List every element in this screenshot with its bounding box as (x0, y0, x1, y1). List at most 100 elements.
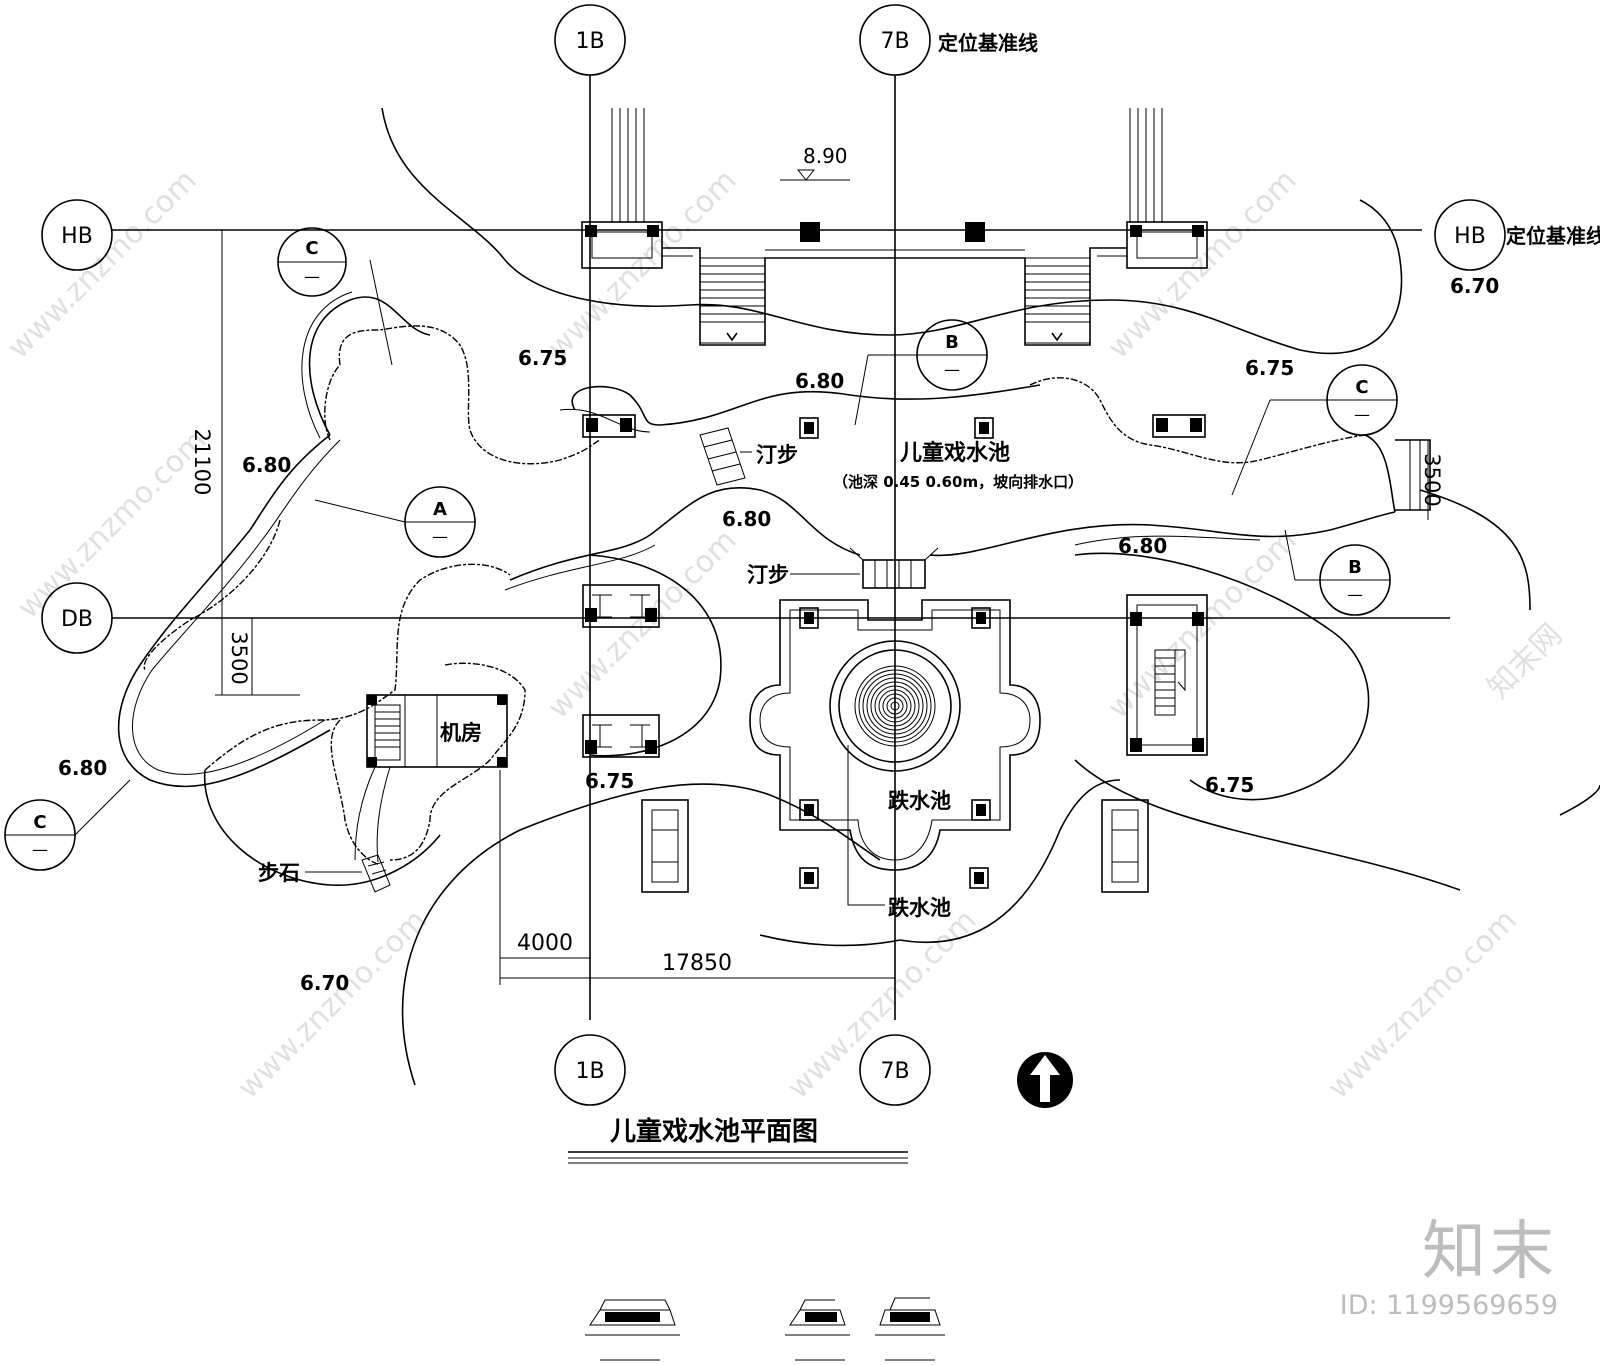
column-marker (799, 799, 819, 821)
column-marker (1190, 418, 1202, 432)
label-pool-name: 儿童戏水池 (899, 440, 1010, 466)
section-letter: B (1348, 557, 1362, 578)
bench-pier-right (1101, 799, 1149, 893)
pool-outline (117, 291, 1431, 788)
label-pool-note: （池深 0.45 0.60m，坡向排水口） (833, 473, 1083, 491)
section-cut-line (1284, 529, 1296, 581)
brand-id: ID: 1199569659 (1339, 1290, 1558, 1321)
axis-bubble-hb-right: HB 定位基准线 (1434, 199, 1600, 271)
bench-pier-detail (651, 809, 679, 883)
pergola-beams-left (611, 108, 645, 222)
pergola-pier-right (1126, 221, 1208, 269)
axis-bubble (554, 1034, 626, 1106)
detail-fill (890, 1312, 930, 1322)
detail-thumbnail (785, 1299, 850, 1361)
axis-bubble-7b-bottom: 7B (859, 1034, 931, 1106)
fountain-ring (886, 697, 904, 715)
pavilion-inner (1136, 604, 1198, 746)
watermark-text: www.znzmo.com (1, 163, 204, 366)
axis-bubble (554, 4, 626, 76)
column-marker (1130, 612, 1142, 626)
pergola-pier-left-inner (591, 231, 653, 259)
section-marker-b-right: B — (1284, 529, 1391, 616)
column-marker (799, 607, 819, 629)
section-marker-c-bottom-left: C — (4, 779, 131, 871)
fountain-ring (890, 701, 900, 711)
fountain-ring (858, 669, 932, 743)
bench-pier-detail (1111, 809, 1139, 883)
detail-sketch (585, 1299, 680, 1336)
column-marker (1156, 418, 1168, 432)
elevation-label: 6.75 (1205, 773, 1254, 797)
detail-fill (605, 1312, 660, 1322)
axis-label: HB (1454, 224, 1486, 249)
column-marker (367, 757, 377, 767)
elevation-marker (780, 169, 850, 181)
dim-label: 4000 (517, 931, 573, 956)
pool-right-outlet (1364, 434, 1396, 513)
dim-label: 3500 (227, 631, 251, 684)
pavilion-pier (582, 584, 660, 628)
axis-label: 1B (575, 29, 604, 54)
elevation-label: 6.75 (585, 769, 634, 793)
elevation-labels: 8.90 6.70 6.75 6.75 6.80 6.80 6.80 6.80 … (58, 144, 1499, 995)
section-cut-line (369, 259, 393, 366)
pool-lower-edge-left-inner (504, 544, 656, 591)
dim-label: 17850 (662, 951, 732, 976)
column-marker (800, 222, 820, 242)
pergola-beams-right (1129, 108, 1163, 222)
column-marker (1192, 612, 1204, 626)
fountain-ring (829, 640, 961, 772)
lower-right-lawn-edge (1074, 759, 1461, 891)
stepping-stones-outline (862, 559, 926, 589)
axis-bubble-7b-top: 7B 定位基准线 (859, 4, 1038, 76)
column-marker (585, 608, 597, 622)
column-marker (804, 612, 814, 624)
detail-thumbnails (585, 1297, 945, 1361)
pavilion-piers (582, 584, 1149, 893)
column-marker (974, 417, 994, 439)
upper-lawn-edge (381, 107, 1403, 355)
elevation-label: 6.70 (300, 971, 349, 995)
detail-thumbnail (585, 1299, 680, 1361)
elevation-label: 6.80 (242, 453, 291, 477)
fountain-ring (882, 693, 908, 719)
column-marker (1130, 738, 1142, 752)
detail-sketch (785, 1299, 850, 1336)
rock-edge-left-loop (338, 325, 601, 465)
pool-left-loop-inner (301, 291, 353, 439)
pool-left-loop (308, 296, 431, 436)
rock-edge-machine-room-2 (389, 662, 526, 861)
axis-bubble-hb-left: HB (41, 199, 113, 271)
machine-room-detail (374, 695, 438, 767)
column-marker (974, 872, 984, 884)
stepping-stones-joints (874, 560, 912, 588)
section-dash: — (944, 360, 960, 379)
stepping-stones-bridge (849, 547, 939, 589)
cascade-plaza-outer (749, 599, 1041, 871)
lower-lawn-edge (401, 783, 881, 1086)
pool-lower-edge-right-inner (1074, 535, 1261, 546)
stepping-stones-connector (849, 547, 939, 561)
cascade-fountain (829, 640, 961, 772)
column-marker (804, 422, 814, 434)
far-right-edge (1559, 784, 1600, 816)
section-marker-c-top-left: C — (277, 227, 393, 366)
label-machine-room: 机房 (440, 721, 482, 745)
column-marker (645, 608, 657, 622)
stair-box (699, 257, 766, 344)
terrace-inner-line (662, 249, 1127, 257)
label-cascade-pool: 跌水池 (888, 896, 951, 920)
fountain-ring (870, 681, 920, 731)
step-stones-shape (361, 854, 391, 893)
axis-bubble-1b-top: 1B (554, 4, 626, 76)
stepping-stones-outline (699, 427, 746, 486)
section-marker-c-right: C — (1231, 364, 1398, 496)
dim-label: 3500 (1420, 453, 1444, 506)
watermark-text: www.znzmo.com (541, 163, 744, 366)
watermark-text: www.znzmo.com (11, 423, 214, 626)
right-island-edge (1074, 552, 1370, 801)
stream-channel (354, 766, 391, 863)
axis-label: 7B (880, 29, 909, 54)
